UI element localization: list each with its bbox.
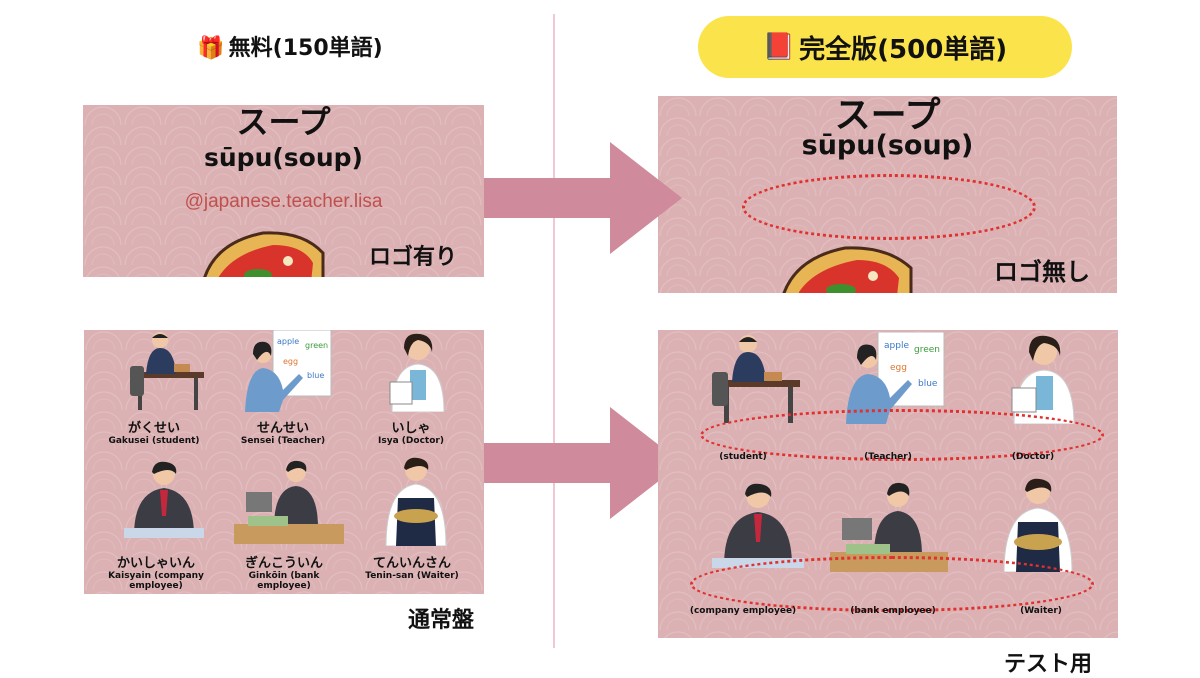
job-label-bank-employee: ぎんこういん Ginkōin (bank employee) [226,552,342,591]
board-word: egg [283,357,298,366]
waiter-illustration [385,457,447,546]
job-label-company-employee: かいしゃいん Kaisyain (company employee) [99,552,213,591]
company-employee-illustration [124,461,204,538]
job-kana: ぎんこういん [244,556,323,571]
job-card-test: apple green egg blue (student) (Teacher)… [658,330,1118,638]
job-kana: がくせい [127,421,180,436]
arrow-right-icon [484,142,682,254]
board-word: egg [890,363,907,373]
board-word: apple [884,341,909,351]
job-gloss-waiter: (Waiter) [1020,606,1062,616]
gift-icon: 🎁 [197,36,225,61]
job-label-doctor: いしゃ Isya (Doctor) [356,417,466,446]
removed-reading-ring [700,409,1104,461]
teacher-illustration: apple green egg blue [245,330,332,412]
doctor-illustration [1011,335,1075,424]
soup-romaji: sūpu(soup) [204,143,363,172]
job-gloss-student: (student) [719,452,767,462]
soup-card-free: スープ sūpu(soup) @japanese.teacher.lisa ロゴ… [83,105,484,277]
job-label-teacher: せんせい Sensei (Teacher) [228,417,338,446]
job-kana: いしゃ [391,421,431,436]
removed-logo-ring [742,174,1036,240]
soup-title: スープ [834,96,941,136]
bank-employee-illustration [234,460,344,544]
job-gloss-doctor: (Doctor) [1011,452,1055,462]
job-kana: かいしゃいん [116,556,195,571]
logo-removed-label: ロゴ無し [994,258,1090,286]
normal-edition-label: 通常盤 [408,608,475,633]
board-word: blue [918,379,938,389]
job-gloss-teacher: (Teacher) [864,452,912,462]
job-kana: せんせい [256,421,309,436]
soup-title: スープ [236,105,331,141]
board-word: apple [277,337,299,346]
teacher-illustration: apple green egg blue [846,332,945,424]
full-version-label: 完全版(500単語) [799,34,1008,65]
job-gloss-bank-employee: (bank employee) [850,606,936,616]
job-gloss-company-employee: (company employee) [689,606,797,616]
board-word: blue [307,371,324,380]
job-card-free: apple green egg blue がくせい Gakusei (stude… [84,330,484,594]
job-gloss: Sensei (Teacher) [240,436,326,446]
board-word: green [914,345,940,355]
soup-card-full: スープ sūpu(soup) ロゴ無し [658,96,1117,293]
job-kana: てんいんさん [372,556,451,571]
job-label-waiter: てんいんさん Tenin-san (Waiter) [354,552,470,581]
student-illustration [712,335,800,423]
waiter-illustration [1003,478,1073,572]
book-icon: 📕 [762,32,796,62]
student-illustration [130,332,204,410]
watermark-handle: @japanese.teacher.lisa [184,191,383,212]
pizza-illustration [203,231,325,277]
removed-reading-ring [690,556,1094,612]
free-version-header: 🎁無料(150単語) [160,30,420,62]
full-version-header: 📕完全版(500単語) [698,16,1072,78]
arrow-right-icon [484,407,682,519]
job-gloss: Gakusei (student) [108,436,200,446]
center-divider [553,14,555,648]
free-version-label: 無料(150単語) [228,36,383,61]
job-gloss: Ginkōin (bank employee) [248,571,320,591]
job-label-student: がくせい Gakusei (student) [99,417,209,446]
pizza-illustration [782,246,913,293]
doctor-illustration [389,333,445,412]
logo-present-label: ロゴ有り [369,245,458,270]
test-edition-label: テスト用 [1004,652,1093,677]
job-gloss: Isya (Doctor) [378,436,444,446]
job-gloss: Tenin-san (Waiter) [365,571,459,581]
soup-romaji: sūpu(soup) [801,130,974,161]
job-gloss: Kaisyain (company employee) [108,571,204,591]
board-word: green [305,341,328,350]
